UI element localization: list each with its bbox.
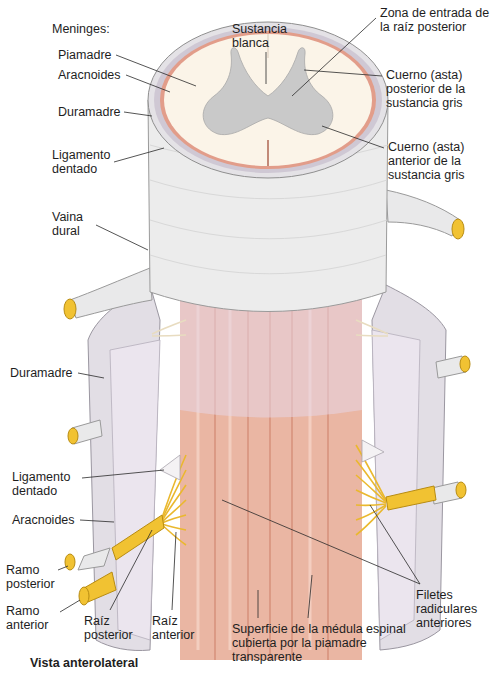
leader-line	[172, 532, 176, 610]
part-label: Sustancia blanca	[232, 22, 300, 50]
nerve-rootlets	[356, 335, 388, 336]
dural-sac	[150, 255, 386, 274]
leader-line	[304, 70, 382, 76]
spinal-cord	[180, 280, 362, 660]
nerve-rootlets	[162, 525, 186, 545]
spinal-nerve	[386, 190, 460, 236]
nerve-rootlets	[356, 504, 386, 505]
part-label: Duramadre	[10, 366, 82, 380]
part-label: Meninges:	[52, 22, 142, 36]
leader-line	[126, 75, 170, 92]
leader-line	[370, 505, 420, 584]
leader-line	[58, 566, 68, 570]
spinal-nerve	[78, 548, 110, 570]
nerve-rootlets	[162, 500, 186, 522]
dural-sac	[150, 180, 387, 199]
cord-cross-section	[267, 140, 269, 166]
leader-line	[292, 18, 376, 96]
nerve-rootlets	[356, 490, 386, 503]
cord-cross-section	[164, 34, 372, 166]
part-label: Cuerno (asta) posterior de la sustancia …	[386, 68, 494, 110]
spinal-nerve	[460, 356, 470, 372]
denticulate-ligament	[362, 440, 384, 462]
view-caption: Vista anterolateral	[30, 656, 138, 670]
part-label: Ligamento dentado	[52, 148, 116, 176]
cord-cross-section	[148, 22, 388, 178]
part-label: Filetes radiculares anteriores	[416, 588, 494, 630]
leader-line	[266, 52, 267, 84]
nerve-rootlets	[152, 320, 186, 334]
spinal-nerve	[452, 219, 464, 239]
spinal-nerve	[65, 554, 75, 570]
denticulate-ligament	[160, 455, 180, 480]
leader-line	[60, 600, 80, 612]
nerve-rootlets	[152, 335, 186, 336]
cord-cross-section	[160, 31, 376, 169]
leader-line	[96, 225, 148, 250]
nerve-root	[112, 515, 164, 560]
leader-line	[124, 112, 152, 116]
part-label: Cuerno (asta) anterior de la sustancia g…	[388, 140, 494, 182]
nerve-rootlets	[152, 320, 388, 545]
spinal-nerve	[64, 299, 76, 319]
nerve-rootlets	[162, 470, 186, 520]
cord-cross-section	[203, 48, 333, 135]
leader-line	[80, 520, 114, 522]
part-label: Raíz posterior	[84, 614, 138, 642]
part-label: Ligamento dentado	[12, 470, 82, 498]
dura-flap	[372, 330, 420, 640]
nerve-rootlets	[356, 320, 388, 334]
leader-line	[82, 470, 164, 478]
nerve-root	[112, 486, 436, 560]
nerve-root	[386, 486, 436, 510]
dural-sac	[150, 220, 387, 239]
part-label: Aracnoides	[12, 513, 84, 527]
spinal-nerve	[79, 587, 89, 605]
leader-line	[110, 530, 152, 610]
spinal-nerve	[68, 428, 78, 444]
part-label: Piamadre	[58, 48, 128, 62]
nerve-rootlets	[356, 475, 386, 502]
nerve-rootlets	[162, 515, 186, 523]
leader-line	[258, 590, 259, 618]
part-label: Aracnoides	[58, 68, 128, 82]
leader-line	[114, 148, 164, 162]
nerve-rootlets	[356, 460, 386, 501]
leader-line	[222, 500, 420, 584]
dura-flap	[110, 340, 160, 640]
part-label: Superficie de la médula espinal cubierta…	[232, 622, 410, 664]
denticulate-ligament	[160, 440, 384, 480]
leader-line	[58, 18, 420, 618]
leader-line	[116, 55, 196, 86]
part-label: Ramo anterior	[6, 604, 58, 632]
cord-cross-section	[148, 22, 388, 178]
leader-line	[308, 575, 312, 618]
part-label: Zona de entrada de la raíz posterior	[380, 6, 492, 34]
leader-line	[78, 373, 104, 378]
spinal-nerve	[70, 268, 152, 318]
nerve-rootlets	[356, 506, 386, 535]
part-label: Raíz anterior	[152, 614, 202, 642]
spinal-nerve	[456, 482, 466, 498]
spinal-cord	[180, 280, 362, 660]
part-label: Ramo posterior	[6, 563, 58, 591]
part-label: Duramadre	[58, 105, 128, 119]
leader-line	[322, 126, 384, 148]
part-label: Vaina dural	[52, 210, 98, 238]
